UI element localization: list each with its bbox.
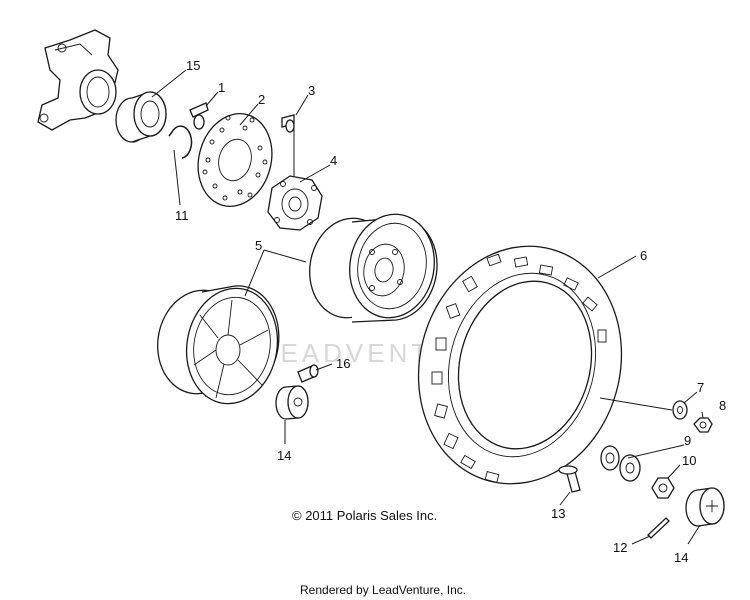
callout-11: 11 — [175, 208, 189, 223]
washer-9a — [600, 445, 620, 471]
stud-bolt-13 — [558, 465, 581, 493]
callout-12: 12 — [613, 540, 627, 555]
alloy-wheel-5 — [157, 285, 280, 405]
leader-lines — [151, 69, 704, 545]
castle-nut-10 — [651, 477, 675, 499]
brake-rotor-2 — [197, 113, 273, 207]
washer-9b — [619, 454, 641, 482]
callout-14-left: 14 — [277, 448, 291, 463]
hub-cap-14-left — [275, 385, 309, 420]
steel-wheel-5 — [309, 213, 438, 323]
callout-8: 8 — [719, 398, 726, 413]
hub-4 — [267, 175, 323, 231]
valve-stem-16 — [297, 364, 319, 383]
callout-10: 10 — [682, 453, 696, 468]
callout-14-right: 14 — [674, 550, 688, 565]
callout-7: 7 — [697, 380, 704, 395]
callout-2: 2 — [258, 92, 265, 107]
callout-9: 9 — [684, 433, 691, 448]
callout-16: 16 — [336, 356, 350, 371]
copyright-text: © 2011 Polaris Sales Inc. — [292, 508, 438, 523]
snap-ring-11 — [168, 125, 193, 159]
callout-15: 15 — [186, 58, 200, 73]
cotter-pin-12 — [647, 517, 670, 539]
steering-knuckle — [37, 29, 119, 131]
callout-4: 4 — [330, 153, 337, 168]
tire-6 — [417, 245, 623, 485]
callout-6: 6 — [640, 248, 647, 263]
lug-nut-8 — [693, 417, 713, 433]
callout-3: 3 — [308, 83, 315, 98]
rendered-by-text: Rendered by LeadVenture, Inc. — [300, 583, 467, 597]
bearing-15 — [115, 91, 167, 143]
hub-cap-14-right — [685, 487, 725, 527]
bolt-1 — [189, 102, 209, 130]
washer-7 — [672, 400, 688, 420]
callout-1: 1 — [218, 80, 225, 95]
callout-13: 13 — [551, 506, 565, 521]
stud-3 — [281, 114, 295, 133]
callout-5: 5 — [255, 238, 262, 253]
